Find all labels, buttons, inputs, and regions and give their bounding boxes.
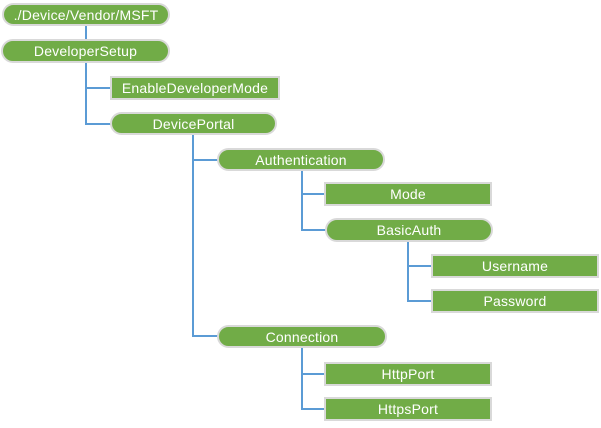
node-https-port: HttpsPort (324, 397, 492, 421)
node-device-vendor-msft: ./Device/Vendor/MSFT (2, 3, 170, 26)
node-mode: Mode (324, 182, 492, 206)
node-device-portal: DevicePortal (110, 112, 277, 135)
node-username: Username (431, 254, 599, 278)
node-authentication: Authentication (217, 148, 385, 171)
node-enable-developer-mode: EnableDeveloperMode (110, 76, 280, 100)
node-http-port: HttpPort (324, 362, 492, 386)
node-basic-auth: BasicAuth (325, 218, 493, 242)
node-password: Password (431, 289, 599, 313)
node-developer-setup: DeveloperSetup (1, 39, 170, 63)
node-connection: Connection (217, 325, 387, 348)
